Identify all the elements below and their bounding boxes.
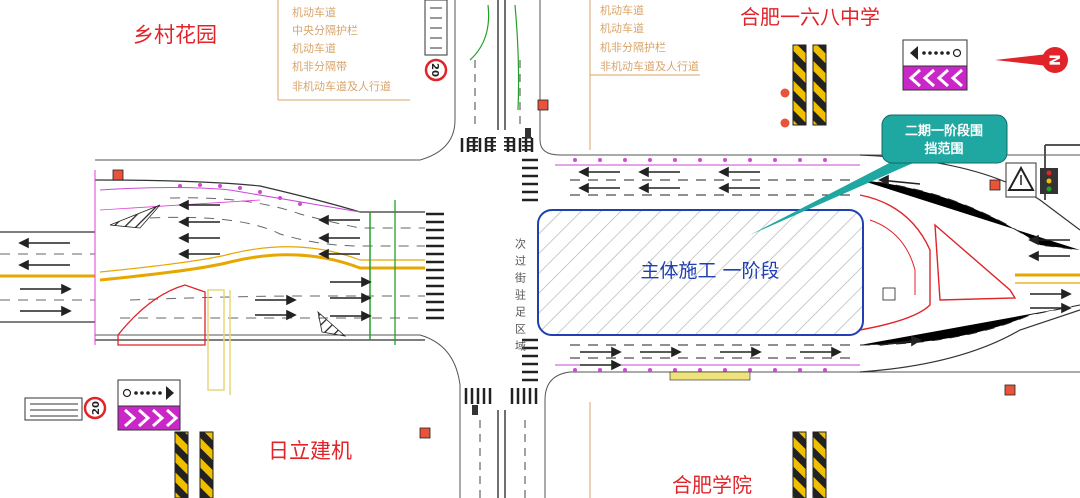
east-road	[178, 154, 1080, 381]
detour-sign-bottom-left	[117, 379, 181, 431]
north-arrow: N	[995, 47, 1068, 73]
place-label-top-right: 合肥一六八中学	[740, 5, 880, 29]
place-label-top-left: 乡村花园	[133, 23, 217, 47]
place-label-bottom-left: 日立建机	[268, 439, 352, 463]
callout-line-2: 挡范围	[924, 141, 963, 157]
legend-left-item: 中央分隔护栏	[292, 23, 358, 37]
main-road	[0, 170, 425, 395]
warning-sign-icon	[1005, 162, 1037, 198]
north-label: N	[1048, 54, 1064, 66]
detour-sign-top-right	[902, 39, 968, 91]
crosswalk-north	[460, 138, 534, 152]
legend-left-item: 机动车道	[292, 5, 336, 19]
construction-zone-label: 主体施工 一阶段	[640, 260, 779, 282]
construction-zone: 主体施工 一阶段	[537, 209, 864, 336]
crosswalk-west	[426, 212, 444, 320]
speed-limit-sign-bottom: 20	[24, 396, 107, 421]
legend-right-item: 机非分隔护栏	[600, 40, 666, 54]
barricades	[174, 44, 827, 498]
legend-left-item: 机非分隔带	[292, 59, 347, 73]
callout-line-1: 二期一阶段围	[905, 123, 983, 139]
legend-right-item: 机动车道	[600, 3, 644, 17]
legend-left-item: 非机动车道及人行道	[292, 79, 391, 93]
legend-right-item: 机动车道	[600, 21, 644, 35]
ped-signals	[472, 128, 531, 415]
cross-road	[95, 0, 1080, 498]
speed-limit-value: 20	[429, 63, 440, 77]
place-label-bottom-right: 合肥学院	[672, 473, 752, 497]
callout: 二期一阶段围 挡范围	[750, 114, 1008, 235]
legend-left: 机动车道 中央分隔护栏 机动车道 机非分隔带 非机动车道及人行道	[292, 5, 391, 93]
crosswalk-south	[464, 388, 538, 404]
vertical-zone-text: 次过街驻足区域	[514, 237, 527, 357]
legend-right-item: 非机动车道及人行道	[600, 59, 699, 73]
legend-left-item: 机动车道	[292, 41, 336, 55]
legend-leaders	[277, 0, 700, 498]
speed-limit-value-2: 20	[91, 401, 102, 415]
speed-limit-sign-top: 20	[424, 0, 448, 82]
traffic-light-icon	[1040, 144, 1080, 200]
warning-lamps	[112, 99, 1016, 439]
crosswalk-east-top	[522, 158, 538, 382]
legend-right: 机动车道 机动车道 机非分隔护栏 非机动车道及人行道	[600, 3, 699, 73]
